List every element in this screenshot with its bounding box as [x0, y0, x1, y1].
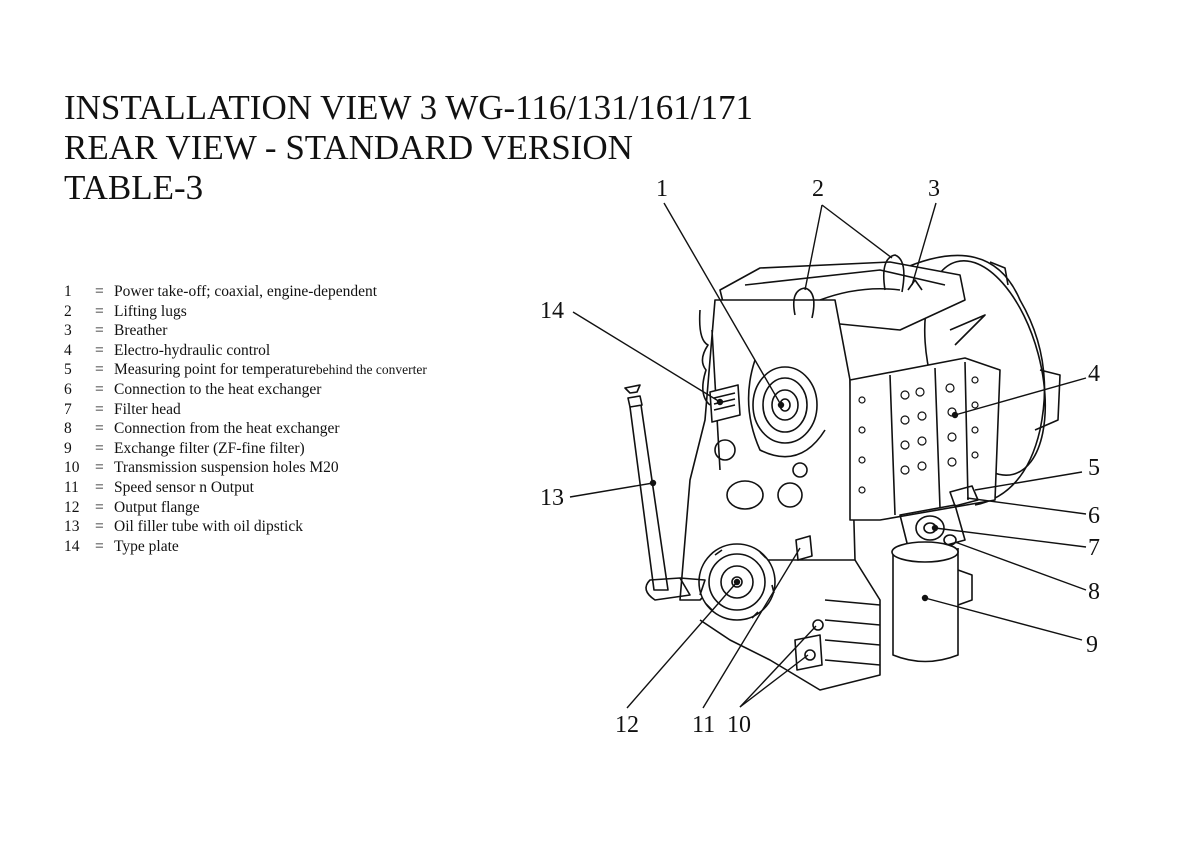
legend-item: 5=Measuring point for temperature behind… — [64, 361, 427, 379]
callout-label: 8 — [1088, 579, 1100, 605]
legend-item: 1=Power take-off; coaxial, engine-depend… — [64, 283, 378, 300]
callout-label: 10 — [727, 712, 751, 738]
legend-item: 12=Output flange — [64, 498, 200, 516]
callout-label: 12 — [615, 712, 639, 738]
callout-label: 9 — [1086, 632, 1098, 658]
title-line-3: TABLE-3 — [64, 168, 204, 207]
legend-item: 14=Type plate — [64, 537, 179, 555]
legend-item: 9=Exchange filter (ZF-fine filter) — [64, 439, 305, 457]
legend-item: 3=Breather — [64, 322, 168, 340]
title-line-2: REAR VIEW - STANDARD VERSION — [64, 128, 633, 167]
callout-label: 6 — [1088, 503, 1100, 529]
legend-item: 10=Transmission suspension holes M20 — [64, 459, 339, 477]
legend-item: 8=Connection from the heat exchanger — [64, 420, 340, 438]
legend-item: 2=Lifting lugs — [64, 302, 187, 320]
legend-item: 4=Electro-hydraulic control — [64, 341, 271, 359]
legend-item: 6=Connection to the heat exchanger — [64, 380, 322, 398]
callout-label: 13 — [540, 485, 564, 511]
callout-label: 11 — [692, 712, 716, 738]
callout-label: 14 — [540, 298, 564, 324]
legend-item: 7=Filter head — [64, 400, 181, 418]
legend-item: 11=Speed sensor n Output — [64, 478, 254, 496]
callout-label: 2 — [812, 176, 824, 202]
callout-label: 7 — [1088, 535, 1100, 561]
callout-label: 3 — [928, 176, 940, 202]
page-title: INSTALLATION VIEW 3 WG-116/131/161/171 R… — [64, 88, 753, 208]
callout-label: 5 — [1088, 455, 1100, 481]
legend-item: 13=Oil filler tube with oil dipstick — [64, 518, 303, 536]
callout-label: 4 — [1088, 361, 1100, 387]
parts-legend: 1=Power take-off; coaxial, engine-depend… — [64, 282, 427, 556]
callout-label: 1 — [656, 176, 668, 202]
title-line-1: INSTALLATION VIEW 3 WG-116/131/161/171 — [64, 88, 754, 127]
